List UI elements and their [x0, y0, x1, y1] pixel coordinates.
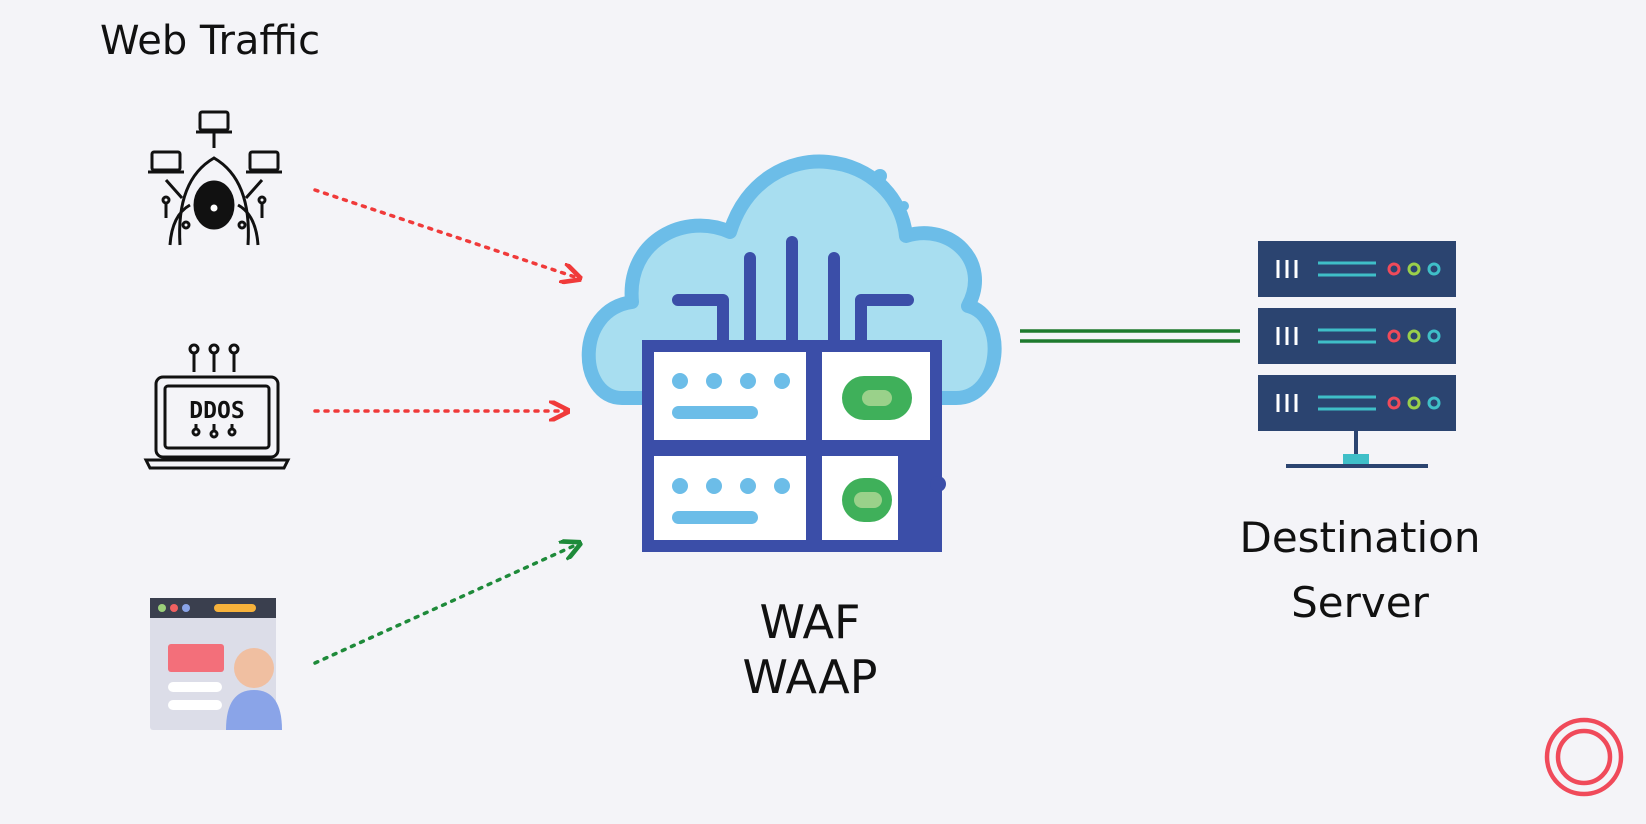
ddos-screen-text: DDOS — [189, 398, 244, 424]
ddos-laptop-icon — [143, 343, 291, 470]
legitimate-arrow — [313, 544, 578, 665]
diagram-title: Web Traffic — [100, 18, 321, 64]
waf-label-line1: WAF — [759, 595, 861, 649]
waf-label: WAF WAAP — [700, 595, 920, 705]
destination-label-line2: Server — [1291, 578, 1429, 628]
destination-server-label: Destination Server — [1210, 505, 1510, 635]
malicious-arrow-1 — [313, 188, 578, 278]
server-rack-icon — [1258, 241, 1456, 468]
destination-label-line1: Destination — [1239, 513, 1481, 562]
connection-line — [1020, 329, 1240, 343]
waf-label-line2: WAAP — [742, 650, 878, 705]
cloud-firewall-icon — [581, 154, 1002, 552]
hacker-icon — [148, 110, 282, 246]
brand-logo-icon — [1544, 717, 1624, 797]
legitimate-user-icon — [150, 598, 282, 730]
